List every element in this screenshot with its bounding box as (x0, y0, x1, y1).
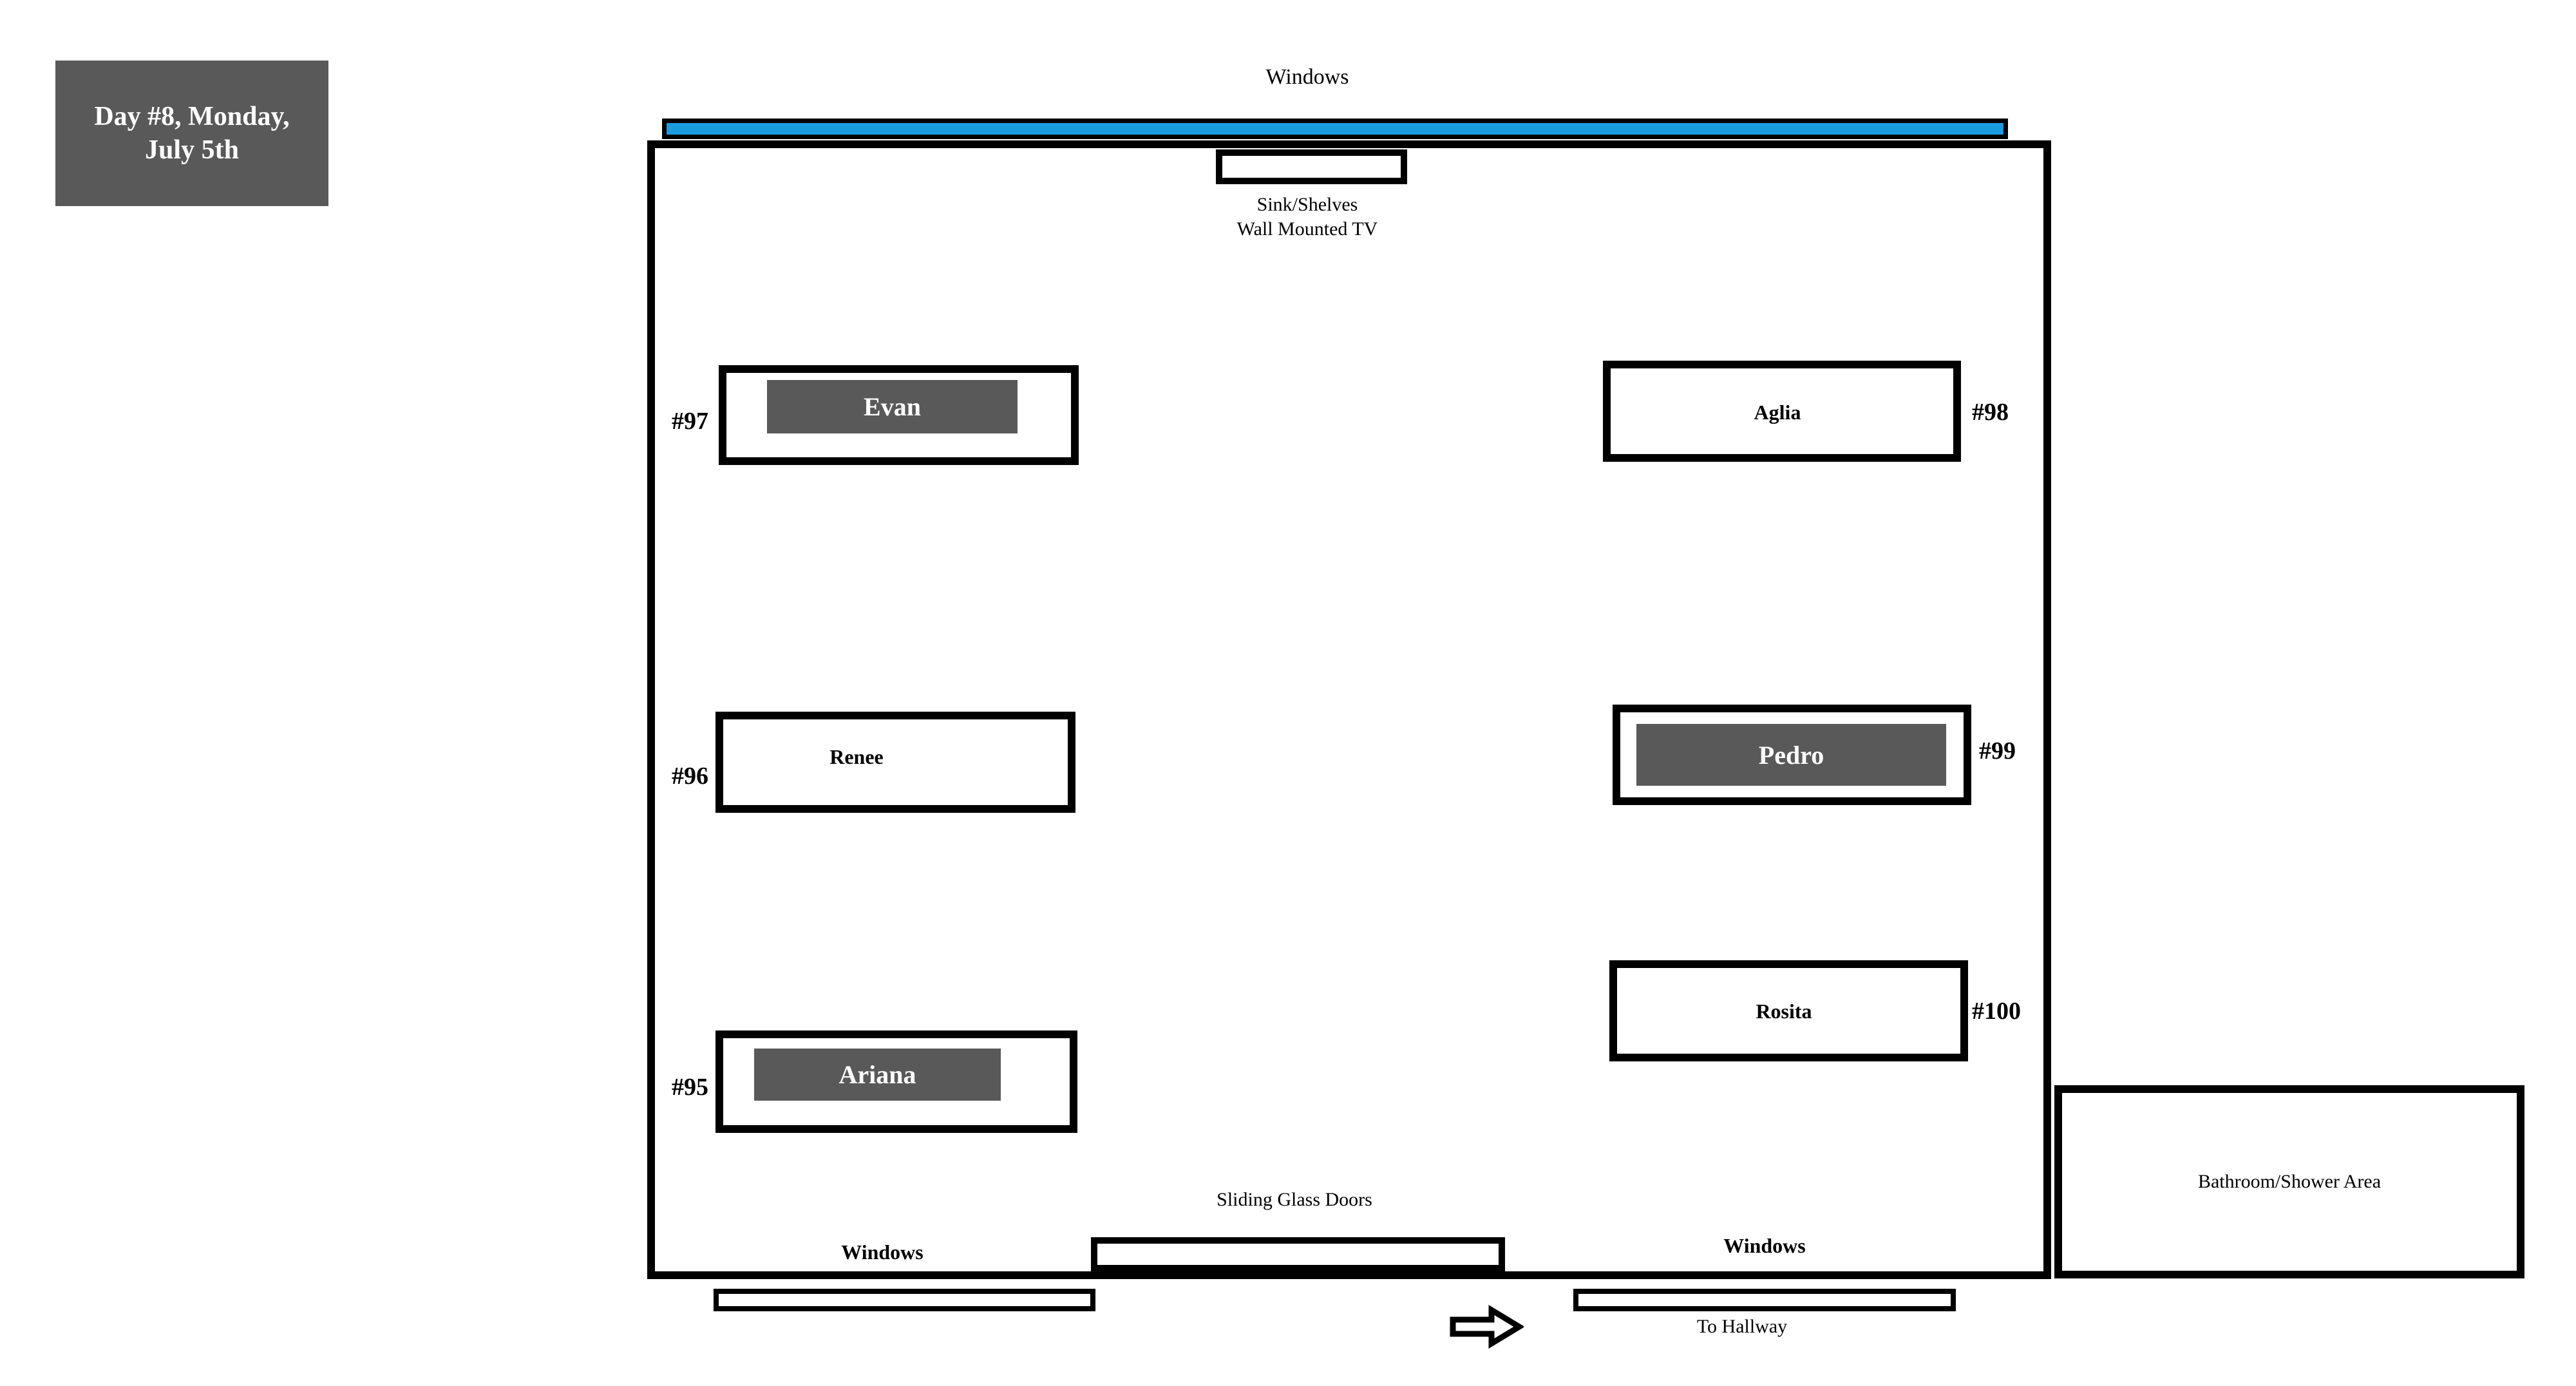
bed-97-patient-name: Evan (767, 380, 1018, 433)
bed-number-100: #100 (1972, 998, 2021, 1025)
day-date-line2: July 5th (145, 135, 239, 165)
bottom-left-window (714, 1289, 1095, 1311)
bed-100 (1609, 960, 1968, 1061)
bed-number-95: #95 (672, 1074, 708, 1101)
sliding-glass-doors (1091, 1237, 1505, 1271)
day-date-card: Day #8, Monday, July 5th (55, 61, 328, 206)
bottom-right-window (1573, 1289, 1956, 1311)
bed-98 (1603, 361, 1961, 462)
bed-96 (715, 712, 1075, 813)
hallway-direction-arrow-icon (1450, 1305, 1524, 1349)
windows-bottom-left-label: Windows (841, 1240, 923, 1264)
wall-mounted-tv-label: Wall Mounted TV (1236, 218, 1378, 240)
bed-number-99: #99 (1979, 737, 2016, 764)
bed-96-patient-name: Renee (829, 745, 884, 768)
bed-98-patient-name: Aglia (1754, 400, 1801, 424)
bathroom-label: Bathroom/Shower Area (2197, 1171, 2382, 1192)
top-window-strip (662, 119, 2008, 139)
bathroom-shower-area: Bathroom/Shower Area (2054, 1085, 2524, 1278)
bed-number-98: #98 (1972, 399, 2009, 426)
bed-number-96: #96 (672, 763, 708, 790)
bed-99-patient-name: Pedro (1636, 724, 1946, 786)
to-hallway-label: To Hallway (1696, 1316, 1788, 1337)
windows-bottom-right-label: Windows (1723, 1234, 1806, 1257)
sliding-glass-doors-label: Sliding Glass Doors (1217, 1189, 1372, 1210)
sink-shelves-fixture (1216, 149, 1407, 184)
windows-top-label: Windows (1265, 65, 1349, 89)
day-date-line1: Day #8, Monday, (94, 101, 290, 131)
sink-shelves-label: Sink/Shelves (1256, 194, 1358, 215)
bed-95-patient-name: Ariana (754, 1049, 1001, 1101)
bed-number-97: #97 (672, 408, 708, 435)
bed-100-patient-name: Rosita (1756, 999, 1812, 1023)
